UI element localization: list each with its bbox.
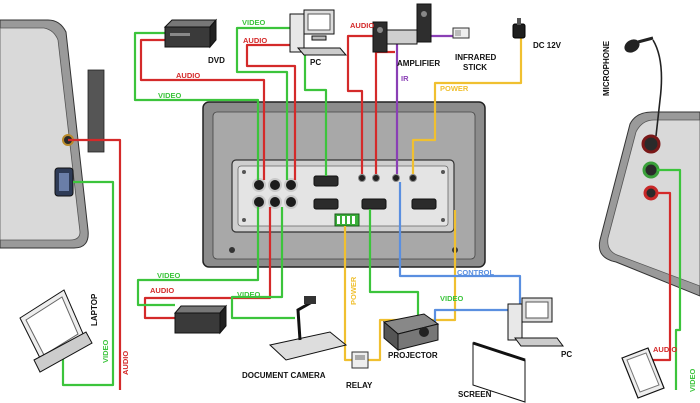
- left-lectern-panel: [0, 19, 105, 249]
- wire-dvd-video: [133, 31, 260, 180]
- vga-port-2: [313, 198, 339, 210]
- wire-labels: AUDIO VIDEO VIDEO AUDIO AUDIO IR POWER V…: [101, 18, 697, 392]
- ir-jack: [392, 174, 400, 182]
- label-device-audio: AUDIO: [150, 286, 174, 295]
- relay: [351, 351, 369, 369]
- dvd-label: DVD: [208, 56, 225, 65]
- microphone: [624, 36, 654, 53]
- wire-microphone: [652, 39, 663, 137]
- dvd-player: [163, 18, 218, 49]
- label-projector-video: VIDEO: [440, 294, 464, 303]
- label-laptop-audio: AUDIO: [121, 351, 130, 375]
- label-ir: IR: [401, 74, 409, 83]
- label-dvd-video: VIDEO: [158, 91, 182, 100]
- bottom-left-device: [173, 304, 228, 335]
- label-amplifier-audio: AUDIO: [350, 21, 374, 30]
- rca-connector-block: [252, 178, 298, 209]
- document-camera: [268, 296, 348, 361]
- projection-screen: [472, 341, 526, 403]
- label-document-camera-video: VIDEO: [237, 290, 261, 299]
- power-jack: [409, 174, 417, 182]
- wire-dvd-audio: [139, 38, 266, 180]
- wire-device-video: [136, 207, 260, 307]
- label-power: POWER: [440, 84, 469, 93]
- pc-top-label: PC: [310, 58, 321, 67]
- projector-label: PROJECTOR: [388, 351, 438, 360]
- laptop-label: LAPTOP: [90, 293, 99, 326]
- wires: [61, 26, 682, 390]
- pc-top: [289, 9, 348, 56]
- vga-port-1: [313, 175, 339, 187]
- vga-port-3: [361, 198, 387, 210]
- right-audio-jack: [643, 185, 659, 201]
- microphone-label: MICROPHONE: [602, 40, 611, 96]
- audio-jack-1: [358, 174, 366, 182]
- amplifier: [372, 3, 432, 53]
- label-right-audio: AUDIO: [653, 345, 677, 354]
- wire-control: [398, 182, 522, 318]
- wire-right-audio: [650, 191, 672, 362]
- label-dvd-audio: AUDIO: [176, 71, 200, 80]
- wire-pc-vga: [303, 52, 328, 176]
- document-camera-label: DOCUMENT CAMERA: [242, 371, 326, 380]
- right-video-jack: [642, 161, 660, 179]
- wire-device-audio: [143, 207, 272, 320]
- label-device-video: VIDEO: [157, 271, 181, 280]
- infrared-stick: [452, 27, 470, 39]
- wire-dc-power: [411, 36, 523, 174]
- right-lectern-panel: [598, 111, 700, 297]
- label-relay-power: POWER: [349, 276, 358, 305]
- relay-label: RELAY: [346, 381, 373, 390]
- amplifier-label: AMPLIFIER: [397, 59, 440, 68]
- vga-port-4: [411, 198, 437, 210]
- label-right-video: VIDEO: [688, 368, 697, 392]
- projector: [382, 313, 440, 352]
- wire-pc-audio: [245, 43, 297, 180]
- wire-pc-video: [235, 26, 290, 180]
- wire-right-video: [657, 168, 682, 390]
- dc-label: DC 12V: [533, 41, 562, 50]
- infrared-stick-label-1: INFRARED: [455, 53, 497, 62]
- pc-bottom: [507, 297, 564, 347]
- label-laptop-video: VIDEO: [101, 339, 110, 363]
- audio-jack-2: [372, 174, 380, 182]
- wire-amplifier-audio-1: [346, 34, 383, 174]
- wire-laptop-video: [61, 180, 115, 387]
- mic-input-jack: [641, 134, 661, 154]
- label-control: CONTROL: [457, 268, 494, 277]
- wire-projector-video: [368, 209, 420, 322]
- label-pc-video: VIDEO: [242, 18, 266, 27]
- label-pc-audio: AUDIO: [243, 36, 267, 45]
- laptop: [19, 289, 93, 373]
- wire-relay-screen: [368, 210, 457, 362]
- screen-label: SCREEN: [458, 390, 492, 399]
- pc-bottom-label: PC: [561, 350, 572, 359]
- dc-adapter: [512, 18, 526, 39]
- central-control-panel: [202, 101, 486, 268]
- wire-document-camera-video: [230, 207, 295, 320]
- wire-relay-power: [343, 226, 352, 362]
- infrared-stick-label-2: STICK: [463, 63, 487, 72]
- tablet: [621, 347, 665, 399]
- wire-laptop-audio: [68, 138, 122, 390]
